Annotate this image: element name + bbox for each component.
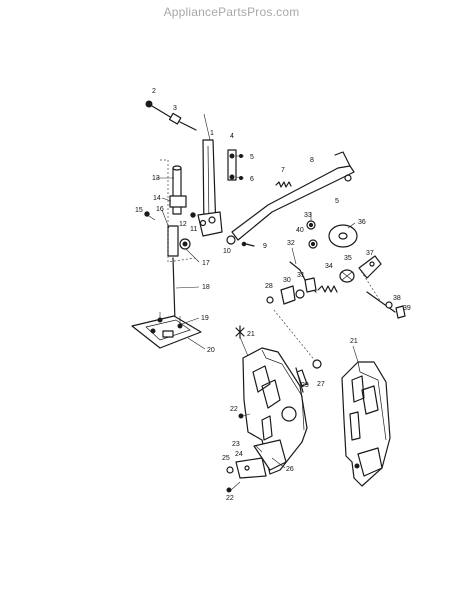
callout-40: 40 (296, 227, 304, 234)
upper-linkage (144, 100, 355, 323)
callout-7: 7 (281, 167, 285, 174)
part-37-bracket (358, 255, 382, 279)
part-24-bracket (235, 457, 267, 479)
part-36-disc (328, 224, 358, 248)
right-mechanism (266, 220, 406, 319)
part-9-pin (245, 243, 255, 247)
part-39-screw (395, 305, 406, 319)
part-27-washer (312, 359, 322, 369)
part-3-bracket (168, 112, 182, 125)
callout-23: 23 (232, 441, 240, 448)
callout-11: 11 (190, 226, 197, 233)
side-panel-right (341, 361, 391, 487)
callout-26: 26 (286, 466, 294, 473)
callout-5-top: 5 (250, 154, 254, 161)
part-18-rod (172, 257, 176, 323)
callout-labels: 2 3 1 4 5 6 7 8 5 9 10 11 12 13 14 15 16… (135, 88, 411, 502)
callout-6: 6 (250, 176, 254, 183)
part-21-panel (242, 347, 308, 475)
callout-37: 37 (366, 250, 374, 257)
callout-18: 18 (202, 284, 210, 291)
site-watermark: AppliancePartsPros.com (163, 5, 300, 19)
callout-22-top: 22 (230, 406, 238, 413)
callout-12: 12 (179, 221, 187, 228)
part-22-screw (238, 413, 244, 419)
callout-13: 13 (152, 175, 160, 182)
callout-4: 4 (230, 133, 234, 140)
callout-19: 19 (201, 315, 209, 322)
callout-34: 34 (325, 263, 333, 270)
callout-21-left: 21 (247, 331, 255, 338)
leader-lines (156, 113, 359, 469)
part-7-spring (275, 181, 292, 188)
part-15-screw (144, 211, 150, 217)
callout-2: 2 (152, 88, 156, 95)
callout-31: 31 (297, 272, 305, 279)
callout-10: 10 (223, 248, 231, 255)
callout-30: 30 (283, 277, 291, 284)
part-14-collar (169, 195, 187, 208)
part-10-washer (226, 235, 236, 245)
part-3-rod (151, 105, 173, 119)
part-34-spring (317, 285, 338, 293)
callout-29: 29 (301, 382, 309, 389)
callout-5-right: 5 (335, 198, 339, 205)
callout-14: 14 (153, 195, 161, 202)
part-30-block (280, 285, 296, 305)
side-panel-left (226, 309, 322, 493)
part-28-washer (266, 296, 274, 304)
part-38-washer (385, 301, 393, 309)
part-25-washer (226, 466, 234, 474)
asterisk-mark (235, 325, 245, 339)
callout-8: 8 (310, 157, 314, 164)
part-29-spring (296, 369, 308, 387)
callout-1: 1 (210, 130, 214, 137)
callout-15: 15 (135, 207, 143, 214)
part-2-screw (145, 100, 153, 108)
callout-20: 20 (207, 347, 215, 354)
callout-17: 17 (202, 260, 210, 267)
callout-22-bottom: 22 (226, 495, 234, 502)
plate-assembly (131, 312, 202, 349)
callout-25: 25 (222, 455, 230, 462)
callout-38: 38 (393, 295, 401, 302)
part-16-bar (167, 225, 179, 257)
part-23-pin (255, 445, 263, 453)
part-8-arm (231, 165, 355, 241)
callout-9: 9 (263, 243, 267, 250)
callout-36: 36 (358, 219, 366, 226)
part-11-nut (199, 219, 207, 227)
callout-16: 16 (156, 206, 164, 213)
callout-32: 32 (287, 240, 295, 247)
callout-33: 33 (304, 212, 312, 219)
callout-3: 3 (173, 105, 177, 112)
part-12-screw (190, 212, 196, 218)
callout-28: 28 (265, 283, 273, 290)
callout-21-right: 21 (350, 338, 358, 345)
callout-24: 24 (235, 451, 243, 458)
part-22b-screw (226, 487, 232, 493)
part-31-nut (295, 289, 305, 299)
callout-35: 35 (344, 255, 352, 262)
callout-27: 27 (317, 381, 325, 388)
callout-39: 39 (403, 305, 411, 312)
part-1-lever-base (197, 211, 223, 237)
